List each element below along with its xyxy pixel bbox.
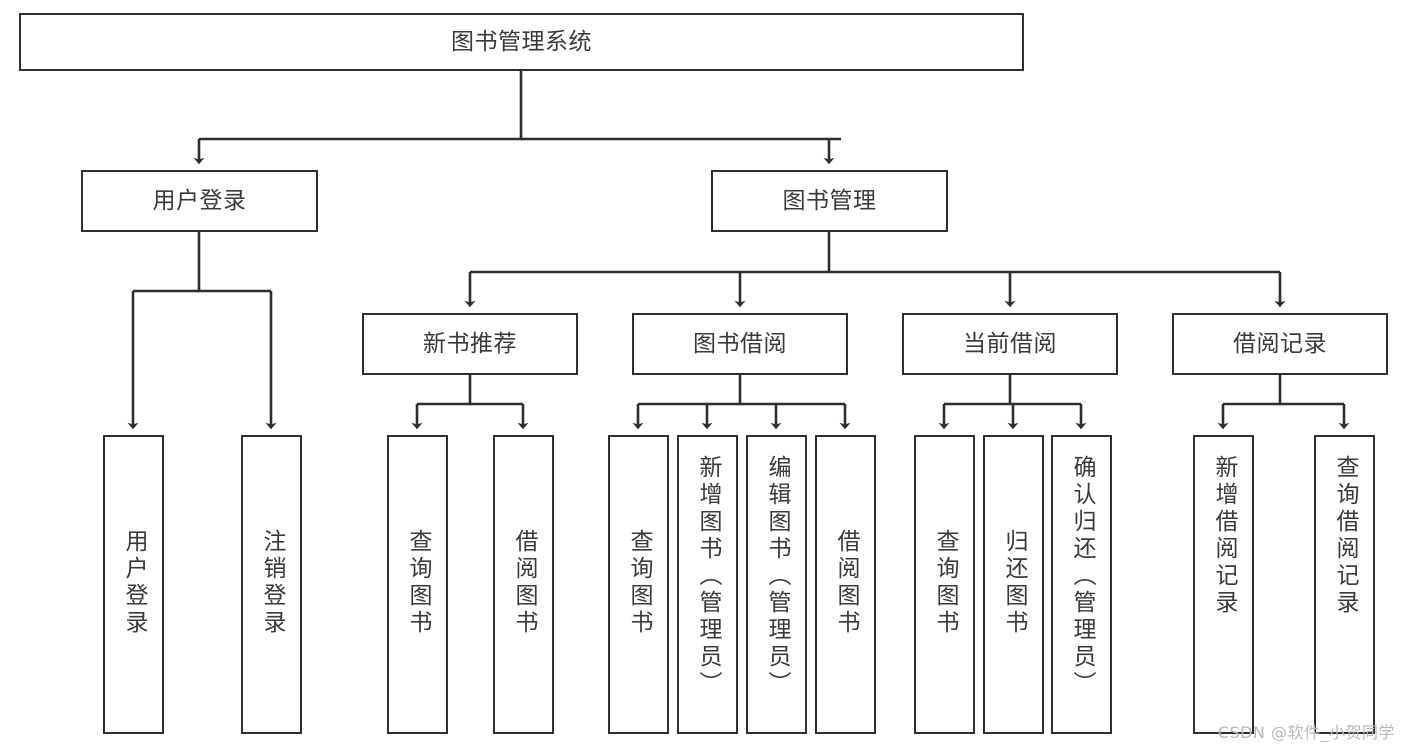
node-root[interactable]: 图书管理系统 bbox=[19, 13, 1024, 71]
node-new-book-recommend-label: 新书推荐 bbox=[423, 330, 517, 357]
node-root-label: 图书管理系统 bbox=[451, 28, 592, 55]
leaf-logout-label: 注销登录 bbox=[259, 529, 285, 637]
leaf-borrow-book-recommend-label: 借阅图书 bbox=[511, 529, 537, 637]
leaf-query-book-current[interactable]: 查询图书 bbox=[914, 435, 975, 734]
leaf-borrow-book-label: 借阅图书 bbox=[833, 529, 859, 637]
node-borrow-records-label: 借阅记录 bbox=[1233, 330, 1327, 357]
leaf-confirm-return-admin[interactable]: 确认归还（管理员） bbox=[1051, 435, 1112, 734]
node-new-book-recommend[interactable]: 新书推荐 bbox=[362, 313, 578, 375]
leaf-query-book-borrow-label: 查询图书 bbox=[626, 529, 652, 637]
watermark: CSDN @软件_小贺同学 bbox=[1217, 723, 1395, 742]
leaf-user-login-label: 用户登录 bbox=[121, 529, 147, 637]
leaf-add-borrow-record-label: 新增借阅记录 bbox=[1211, 455, 1237, 617]
leaf-query-book-current-label: 查询图书 bbox=[932, 529, 958, 637]
leaf-add-book-admin[interactable]: 新增图书（管理员） bbox=[677, 435, 738, 734]
node-current-borrow-label: 当前借阅 bbox=[963, 330, 1057, 357]
leaf-add-book-admin-label: 新增图书（管理员） bbox=[695, 455, 721, 698]
node-book-borrow-label: 图书借阅 bbox=[693, 330, 787, 357]
leaf-query-book-recommend-label: 查询图书 bbox=[405, 529, 431, 637]
leaf-query-book-recommend[interactable]: 查询图书 bbox=[387, 435, 448, 734]
leaf-logout[interactable]: 注销登录 bbox=[241, 435, 302, 734]
leaf-borrow-book-recommend[interactable]: 借阅图书 bbox=[493, 435, 554, 734]
leaf-add-borrow-record[interactable]: 新增借阅记录 bbox=[1193, 435, 1254, 734]
leaf-borrow-book[interactable]: 借阅图书 bbox=[815, 435, 876, 734]
leaf-edit-book-admin-label: 编辑图书（管理员） bbox=[764, 455, 790, 698]
leaf-query-borrow-record[interactable]: 查询借阅记录 bbox=[1314, 435, 1375, 734]
leaf-user-login[interactable]: 用户登录 bbox=[103, 435, 164, 734]
leaf-query-borrow-record-label: 查询借阅记录 bbox=[1332, 455, 1358, 617]
leaf-query-book-borrow[interactable]: 查询图书 bbox=[608, 435, 669, 734]
leaf-confirm-return-admin-label: 确认归还（管理员） bbox=[1069, 455, 1095, 698]
node-book-management[interactable]: 图书管理 bbox=[711, 170, 948, 232]
leaf-return-book-label: 归还图书 bbox=[1001, 529, 1027, 637]
leaf-return-book[interactable]: 归还图书 bbox=[983, 435, 1044, 734]
node-current-borrow[interactable]: 当前借阅 bbox=[902, 313, 1118, 375]
node-user-login[interactable]: 用户登录 bbox=[81, 170, 318, 232]
node-borrow-records[interactable]: 借阅记录 bbox=[1172, 313, 1388, 375]
node-book-management-label: 图书管理 bbox=[782, 187, 877, 214]
node-book-borrow[interactable]: 图书借阅 bbox=[632, 313, 848, 375]
node-user-login-label: 用户登录 bbox=[152, 187, 247, 214]
leaf-edit-book-admin[interactable]: 编辑图书（管理员） bbox=[746, 435, 807, 734]
